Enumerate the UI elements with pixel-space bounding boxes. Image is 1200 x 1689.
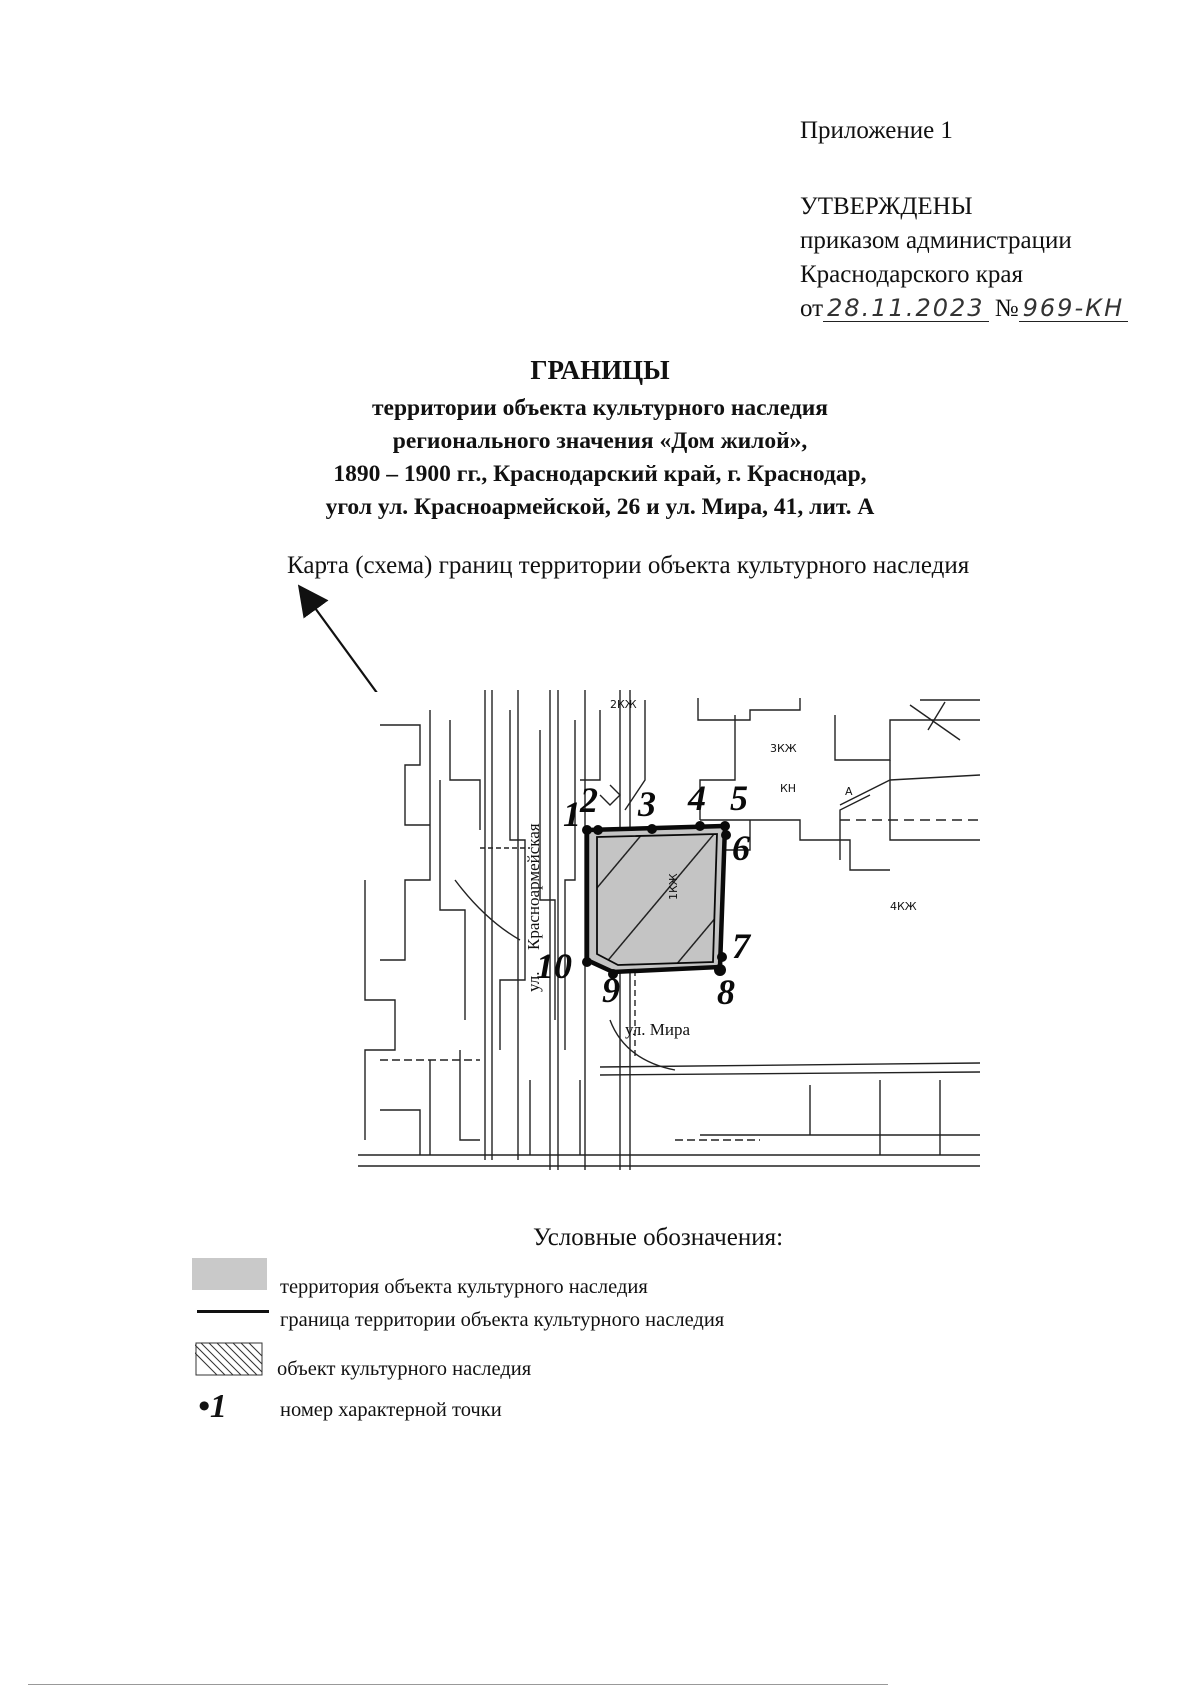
point-number-symbol: 1 (209, 1388, 227, 1425)
characteristic-points (582, 821, 731, 979)
title-line-4: угол ул. Красноармейской, 26 и ул. Мира,… (325, 494, 875, 520)
title-line-3: 1890 – 1900 гг., Краснодарский край, г. … (333, 461, 867, 487)
footer-rule (28, 1684, 888, 1685)
building-label-kn: КН (780, 782, 796, 795)
heritage-territory (584, 823, 728, 975)
boundary-map: 1 2 3 4 5 6 7 8 9 10 2КЖ 3КЖ КН А 4КЖ 1К… (280, 580, 1000, 1180)
date-prefix: от (800, 295, 824, 322)
point-label-6: 6 (732, 828, 750, 868)
building-label-3kzh: 3КЖ (770, 742, 797, 755)
legend-item-object: объект культурного наследия (277, 1358, 532, 1380)
map-caption: Карта (схема) границ территории объекта … (287, 552, 970, 579)
building-label-2kzh: 2КЖ (610, 698, 637, 711)
building-label-4kzh: 4КЖ (890, 900, 917, 913)
point-label-10: 10 (536, 946, 572, 986)
map-svg: 1 2 3 4 5 6 7 8 9 10 2КЖ 3КЖ КН А 4КЖ 1К… (297, 584, 981, 1170)
title-line-1: территории объекта культурного наследия (371, 395, 828, 421)
legend-item-boundary: граница территории объекта культурного н… (280, 1309, 725, 1331)
building-label-1kzh: 1КЖ (667, 873, 680, 900)
street-label-ul: ул. (524, 972, 543, 993)
point-label-8: 8 (717, 972, 735, 1012)
street-label-mira: ул. Мира (625, 1020, 690, 1039)
point-label-5: 5 (730, 778, 748, 818)
point-number-swatch: •1 (198, 1388, 227, 1425)
number-prefix: № (994, 295, 1019, 322)
approved-by-line1: приказом администрации (800, 227, 1072, 254)
appendix-label: Приложение 1 (800, 117, 953, 144)
point-label-2: 2 (579, 780, 598, 820)
point-label-3: 3 (637, 784, 656, 824)
boundary-line-swatch (197, 1310, 269, 1313)
legend-title: Условные обозначения: (533, 1224, 784, 1251)
point-label-7: 7 (732, 926, 752, 966)
legend-item-territory: территория объекта культурного наследия (280, 1276, 648, 1298)
north-arrow-icon (297, 584, 389, 709)
order-number: 969-КН (1018, 295, 1129, 322)
approved-title: УТВЕРЖДЕНЫ (800, 193, 973, 220)
document-title: ГРАНИЦЫ территории объекта культурного н… (0, 355, 1200, 524)
territory-swatch (192, 1258, 267, 1290)
approved-by-line2: Краснодарского края (800, 261, 1023, 288)
order-date: 28.11.2023 (823, 295, 989, 322)
street-label-krasnoarmeiskaya: Красноармейская (524, 823, 543, 950)
hatch-swatch (195, 1342, 263, 1376)
building-label-a: А (845, 785, 853, 798)
title-main: ГРАНИЦЫ (530, 355, 670, 385)
point-label-1: 1 (563, 794, 581, 834)
title-line-2: регионального значения «Дом жилой», (392, 428, 808, 454)
point-label-4: 4 (687, 778, 706, 818)
approval-block: УТВЕРЖДЕНЫ приказом администрации Красно… (800, 190, 1129, 326)
point-label-9: 9 (602, 970, 620, 1010)
legend-item-point: номер характерной точки (280, 1399, 502, 1421)
